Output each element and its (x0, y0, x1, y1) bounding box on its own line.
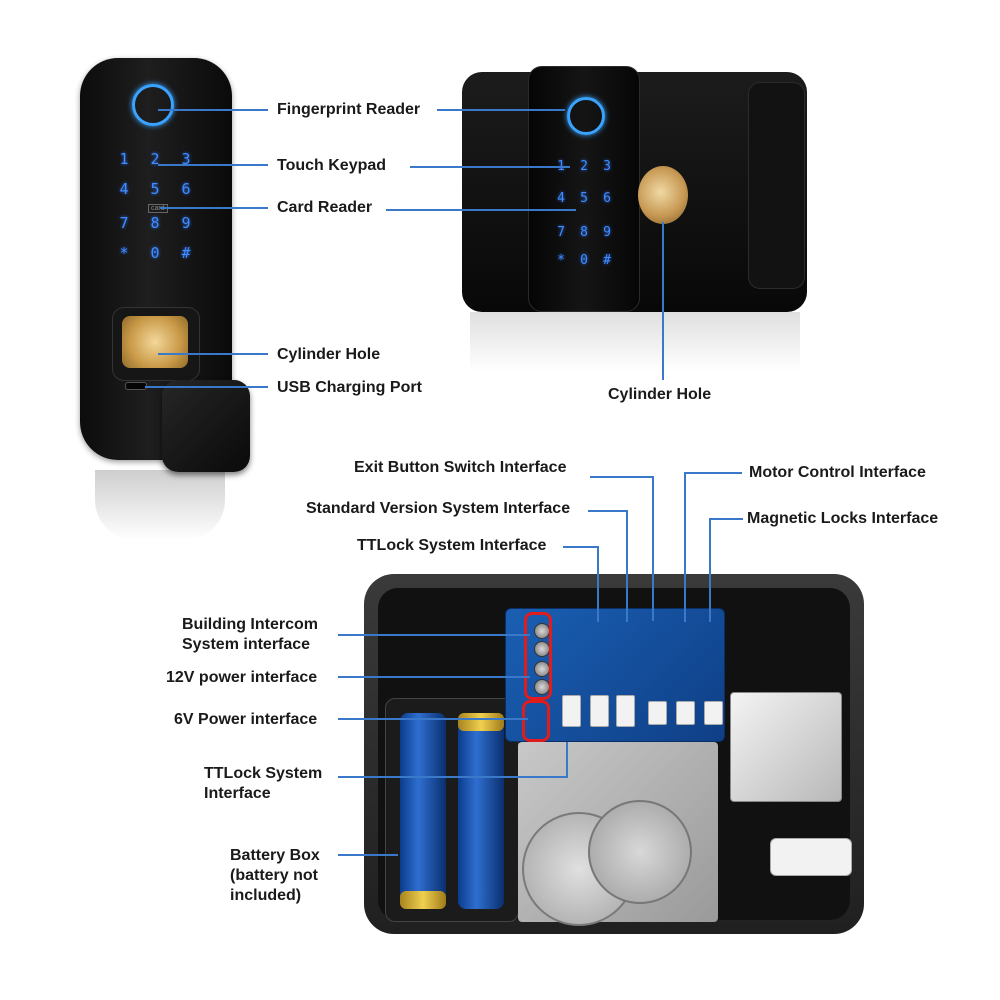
connector-motor (676, 701, 695, 725)
latch-bolt (730, 692, 842, 802)
rim-key-star: * (557, 253, 565, 268)
rim-key-4: 4 (557, 191, 565, 206)
connector-exit (648, 701, 667, 725)
battery-right-cap (458, 713, 504, 731)
usb-port-icon (125, 382, 147, 390)
label-usb-charging-port: USB Charging Port (277, 379, 422, 396)
gear (588, 800, 692, 904)
fingerprint-sensor-icon (132, 84, 174, 126)
key-2: 2 (150, 150, 160, 168)
lock-reflection (95, 470, 225, 540)
battery-right (458, 713, 504, 909)
rim-key-8: 8 (580, 225, 588, 240)
label-6v-power: 6V Power interface (174, 711, 318, 728)
connector-ttlock (562, 695, 581, 727)
key-4: 4 (119, 180, 129, 198)
key-cylinder-icon (122, 316, 188, 368)
key-hash: # (181, 244, 191, 262)
rim-lock-reflection (470, 312, 800, 372)
rim-key-9: 9 (603, 225, 611, 240)
label-card-reader: Card Reader (277, 199, 373, 216)
rim-key-hash: # (603, 253, 611, 268)
key-3: 3 (181, 150, 191, 168)
connector-standard (590, 695, 609, 727)
rim-key-5: 5 (580, 191, 588, 206)
connector-magnetic (704, 701, 723, 725)
rim-key-7: 7 (557, 225, 565, 240)
key-5: 5 (150, 180, 160, 198)
rim-key-6: 6 (603, 191, 611, 206)
rim-key-cylinder-icon (638, 166, 688, 224)
rim-key-0: 0 (580, 253, 588, 268)
smart-lock-front: 1 2 3 4 5 6 7 8 9 * 0 # card (80, 58, 232, 460)
key-6: 6 (181, 180, 191, 198)
label-cylinder-hole-left: Cylinder Hole (277, 346, 381, 363)
rim-key-3: 3 (603, 159, 611, 174)
label-12v-power: 12V power interface (166, 669, 318, 686)
fingerprint-sensor-icon-right (567, 97, 605, 135)
label-building-intercom: Building Intercom System interface (182, 616, 318, 653)
label-motor-control: Motor Control Interface (749, 464, 926, 481)
highlight-intercom-12v (524, 612, 552, 700)
key-star: * (119, 244, 129, 262)
rim-lock-panel: 1 2 3 4 5 6 7 8 9 * 0 # (528, 66, 640, 312)
cover-cap (162, 380, 250, 472)
connector-smartlock (616, 695, 635, 727)
label-ttlock-top: TTLock System Interface (357, 537, 547, 554)
label-exit-button: Exit Button Switch Interface (354, 459, 567, 476)
key-0: 0 (150, 244, 160, 262)
battery-left-cap (400, 891, 446, 909)
label-ttlock-bottom: TTLock System Interface (204, 765, 323, 802)
key-1: 1 (119, 150, 129, 168)
rim-lock-bolt (748, 82, 805, 289)
battery-box (385, 698, 519, 922)
battery-left (400, 713, 446, 909)
key-8: 8 (150, 214, 160, 232)
key-9: 9 (181, 214, 191, 232)
label-standard-version: Standard Version System Interface (306, 500, 571, 517)
rim-key-2: 2 (580, 159, 588, 174)
circuit-board (505, 608, 725, 742)
key-7: 7 (119, 214, 129, 232)
highlight-6v (522, 700, 550, 742)
label-cylinder-hole-right: Cylinder Hole (608, 386, 712, 403)
label-fingerprint-reader: Fingerprint Reader (277, 101, 421, 118)
label-magnetic-locks: Magnetic Locks Interface (747, 510, 939, 527)
cable-connector (770, 838, 852, 876)
label-battery-box: Battery Box (battery not included) (230, 847, 320, 904)
label-touch-keypad: Touch Keypad (277, 157, 387, 174)
